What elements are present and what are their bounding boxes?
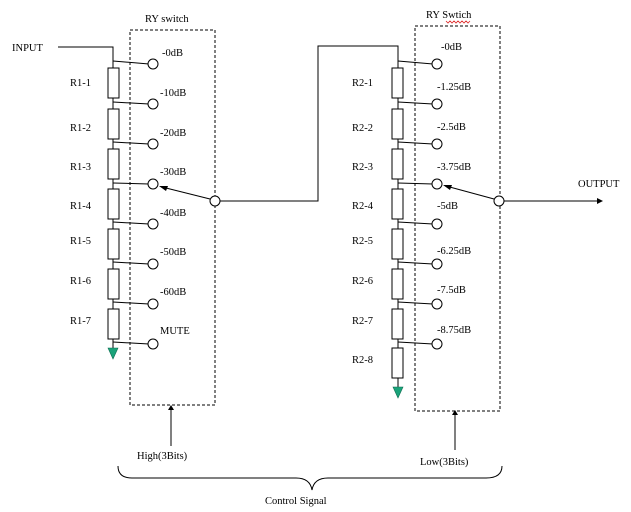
ladder-2 xyxy=(391,67,404,388)
output-arrow xyxy=(597,198,603,204)
resistor-label: R1-3 xyxy=(70,162,91,173)
tap-terminal xyxy=(147,298,159,310)
resistor-r2-7 xyxy=(391,308,404,340)
tap-label: -20dB xyxy=(160,128,186,139)
resistor-label: R1-2 xyxy=(70,123,91,134)
switch1-title: RY switch xyxy=(145,14,189,25)
resistor-r1-3 xyxy=(107,148,120,180)
tap-label: -30dB xyxy=(160,167,186,178)
resistor-r2-3 xyxy=(391,148,404,180)
taps-1 xyxy=(112,58,159,350)
resistor-label: R2-5 xyxy=(352,236,373,247)
resistor-label: R2-1 xyxy=(352,78,373,89)
switch-box-2 xyxy=(414,25,501,412)
switch2-title: RY Swtich xyxy=(426,10,472,21)
tap-label: -8.75dB xyxy=(437,325,471,336)
wiper-arrow-1 xyxy=(159,186,168,191)
tap-label: -2.5dB xyxy=(437,122,466,133)
resistor-label: R2-3 xyxy=(352,162,373,173)
resistor-label: R2-6 xyxy=(352,276,373,287)
tap-label: -0dB xyxy=(441,42,462,53)
control-arrow-2 xyxy=(452,410,458,415)
ground-symbol-1 xyxy=(107,347,119,360)
tap-terminal xyxy=(431,258,443,270)
tap-terminal xyxy=(431,178,443,190)
tap-label: -3.75dB xyxy=(437,162,471,173)
resistor-label: R1-6 xyxy=(70,276,91,287)
tap-terminal xyxy=(147,58,159,70)
tap-terminal xyxy=(431,338,443,350)
tap-label: -7.5dB xyxy=(437,285,466,296)
tap-label: MUTE xyxy=(160,326,190,337)
resistor-r2-6 xyxy=(391,268,404,300)
tap-terminal xyxy=(147,178,159,190)
tap-terminal xyxy=(431,298,443,310)
resistor-r1-5 xyxy=(107,228,120,260)
spellcheck-underline xyxy=(445,20,471,24)
control-label-high: High(3Bits) xyxy=(137,451,188,462)
tap-terminal xyxy=(147,218,159,230)
tap-label: -0dB xyxy=(162,48,183,59)
tap-terminal xyxy=(431,218,443,230)
interconnect-wire xyxy=(220,45,399,202)
tap-terminal xyxy=(431,58,443,70)
resistor-r1-4 xyxy=(107,188,120,220)
tap-label: -6.25dB xyxy=(437,246,471,257)
resistor-label: R2-4 xyxy=(352,201,374,212)
tap-terminal xyxy=(431,138,443,150)
ground-symbol-2 xyxy=(392,386,404,399)
resistor-r1-1 xyxy=(107,67,120,99)
resistor-r2-2 xyxy=(391,108,404,140)
resistor-label: R1-5 xyxy=(70,236,91,247)
resistor-r2-1 xyxy=(391,67,404,99)
resistor-r1-7 xyxy=(107,308,120,340)
resistor-label: R2-8 xyxy=(352,355,373,366)
wiper-arm-1 xyxy=(161,186,211,200)
tap-label: -5dB xyxy=(437,201,458,212)
wiper-arrow-2 xyxy=(443,185,452,190)
control-arrow-1 xyxy=(168,405,174,410)
control-brace xyxy=(117,465,503,491)
resistor-r1-6 xyxy=(107,268,120,300)
output-label: OUTPUT xyxy=(578,179,620,190)
ladder-1 xyxy=(107,67,120,350)
tap-terminal xyxy=(147,258,159,270)
resistor-r2-8 xyxy=(391,347,404,379)
control-label-low: Low(3Bits) xyxy=(420,457,469,468)
tap-label: -10dB xyxy=(160,88,186,99)
resistor-r1-2 xyxy=(107,108,120,140)
input-label: INPUT xyxy=(12,43,44,54)
tap-label: -50dB xyxy=(160,247,186,258)
switch-common-2 xyxy=(493,195,505,207)
taps-2 xyxy=(397,58,443,350)
input-wire xyxy=(58,46,114,68)
tap-label: -1.25dB xyxy=(437,82,471,93)
wiper-arm-2 xyxy=(445,185,495,200)
tap-terminal xyxy=(147,98,159,110)
tap-terminal xyxy=(431,98,443,110)
resistor-label: R1-1 xyxy=(70,78,91,89)
switch-box-1 xyxy=(129,29,216,406)
tap-label: -60dB xyxy=(160,287,186,298)
resistor-label: R2-7 xyxy=(352,316,373,327)
tap-terminal xyxy=(147,338,159,350)
tap-terminal xyxy=(147,138,159,150)
resistor-label: R1-7 xyxy=(70,316,91,327)
tap-label: -40dB xyxy=(160,208,186,219)
switch-common-1 xyxy=(209,195,221,207)
resistor-r2-4 xyxy=(391,188,404,220)
resistor-r2-5 xyxy=(391,228,404,260)
resistor-label: R2-2 xyxy=(352,123,373,134)
control-signal-label: Control Signal xyxy=(265,496,327,507)
resistor-label: R1-4 xyxy=(70,201,92,212)
